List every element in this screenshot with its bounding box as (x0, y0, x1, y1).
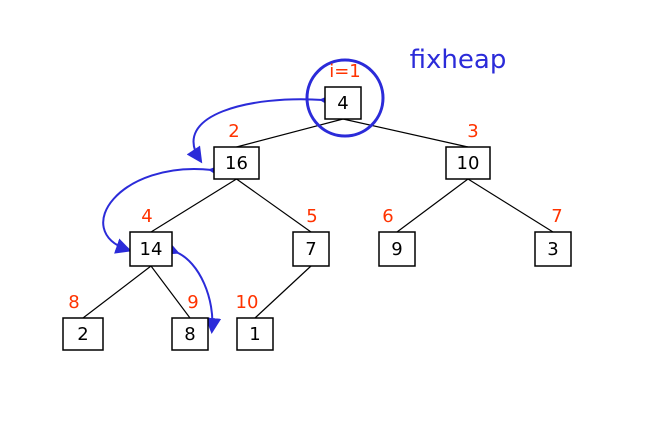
tree-edge (236, 178, 312, 233)
node-box (236, 317, 274, 351)
tree-edge (254, 265, 312, 319)
node-index: 2 (228, 121, 239, 142)
tree-edge (150, 265, 191, 319)
swap-arrow (161, 239, 222, 334)
tree-edge (150, 178, 237, 233)
node-box (213, 146, 260, 180)
node-index: 6 (382, 206, 393, 227)
heap-node: 37 (534, 206, 572, 267)
node-index: 9 (187, 292, 198, 313)
node-box (292, 231, 330, 267)
node-index: 4 (141, 206, 152, 227)
node-value: 8 (184, 324, 195, 345)
node-value: 2 (77, 324, 88, 345)
heap-node: 16 2 (213, 121, 260, 180)
node-value: 10 (457, 153, 480, 174)
node-value: 9 (391, 239, 402, 260)
tree-edge (467, 178, 554, 233)
node-index: 8 (68, 292, 79, 313)
root-highlight-circle (305, 58, 385, 138)
swap-arrow (186, 92, 336, 164)
node-box (129, 231, 173, 267)
root-index-label: i=1 (329, 61, 361, 82)
node-index: 7 (551, 206, 562, 227)
heap-node: 96 (378, 206, 416, 267)
node-value: 1 (249, 324, 260, 345)
node-box (534, 231, 572, 267)
node-box (62, 317, 104, 351)
tree-edge (82, 265, 152, 319)
node-value: 3 (547, 239, 558, 260)
heap-node: 14 4 (129, 206, 173, 267)
tree-edge (342, 118, 469, 148)
node-value: 7 (305, 239, 316, 260)
node-index: 3 (467, 121, 478, 142)
node-index: 10 (236, 292, 259, 313)
node-index: 5 (306, 206, 317, 227)
node-value: 16 (225, 153, 248, 174)
heap-node: 1 10 (236, 292, 274, 351)
diagram-title: fixheap (410, 45, 507, 75)
heap-node: 28 (62, 292, 104, 351)
swap-arrow (102, 163, 225, 254)
node-value: 4 (337, 93, 348, 114)
heap-node: 89 (171, 292, 209, 351)
tree-edge (396, 178, 469, 233)
heap-node: 10 3 (445, 121, 491, 180)
swap-arrows-layer (102, 92, 336, 334)
node-box (445, 146, 491, 180)
node-box (324, 86, 362, 120)
node-box (171, 317, 209, 351)
node-value: 14 (140, 239, 163, 260)
node-box (378, 231, 416, 267)
heap-node: 4 (324, 86, 362, 120)
heap-node: 75 (292, 206, 330, 267)
